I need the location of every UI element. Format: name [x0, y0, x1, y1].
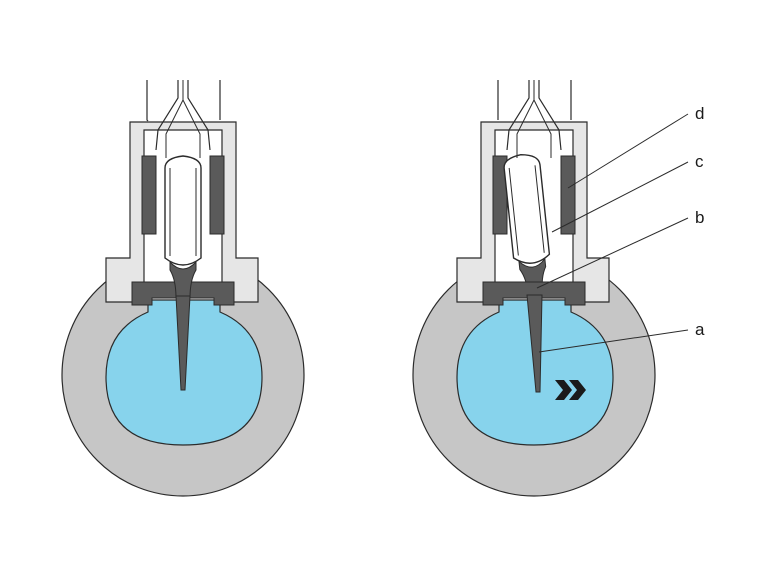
- right-coil-right: [560, 155, 576, 235]
- right-plunger-inner: [508, 165, 545, 256]
- left-coil-right: [209, 155, 225, 235]
- right-plunger: [503, 153, 551, 264]
- double-chevron-right-icon: [555, 380, 586, 400]
- left-plunger: [164, 155, 202, 266]
- left-vane: [175, 295, 191, 391]
- left-lead-wires-inner: [165, 80, 201, 158]
- leader-line-c: [551, 161, 689, 233]
- right-lead-wires: [497, 80, 572, 151]
- right-lead-wires-inner: [516, 80, 552, 158]
- leader-lines: [536, 113, 689, 353]
- label-a: a: [695, 320, 705, 339]
- right-membrane: [482, 281, 586, 306]
- label-c: c: [695, 152, 704, 171]
- left-flexure: [169, 260, 197, 299]
- left-sensor: [61, 80, 305, 497]
- left-coil-left: [141, 155, 157, 235]
- label-d: d: [695, 104, 704, 123]
- leader-line-d: [567, 113, 689, 189]
- label-b: b: [695, 208, 704, 227]
- right-sensor: [412, 80, 656, 497]
- leader-line-b: [536, 217, 689, 289]
- right-vane: [526, 294, 543, 393]
- left-lead-wires: [146, 80, 221, 151]
- leader-line-a: [538, 329, 689, 353]
- left-plunger-inner: [169, 168, 197, 256]
